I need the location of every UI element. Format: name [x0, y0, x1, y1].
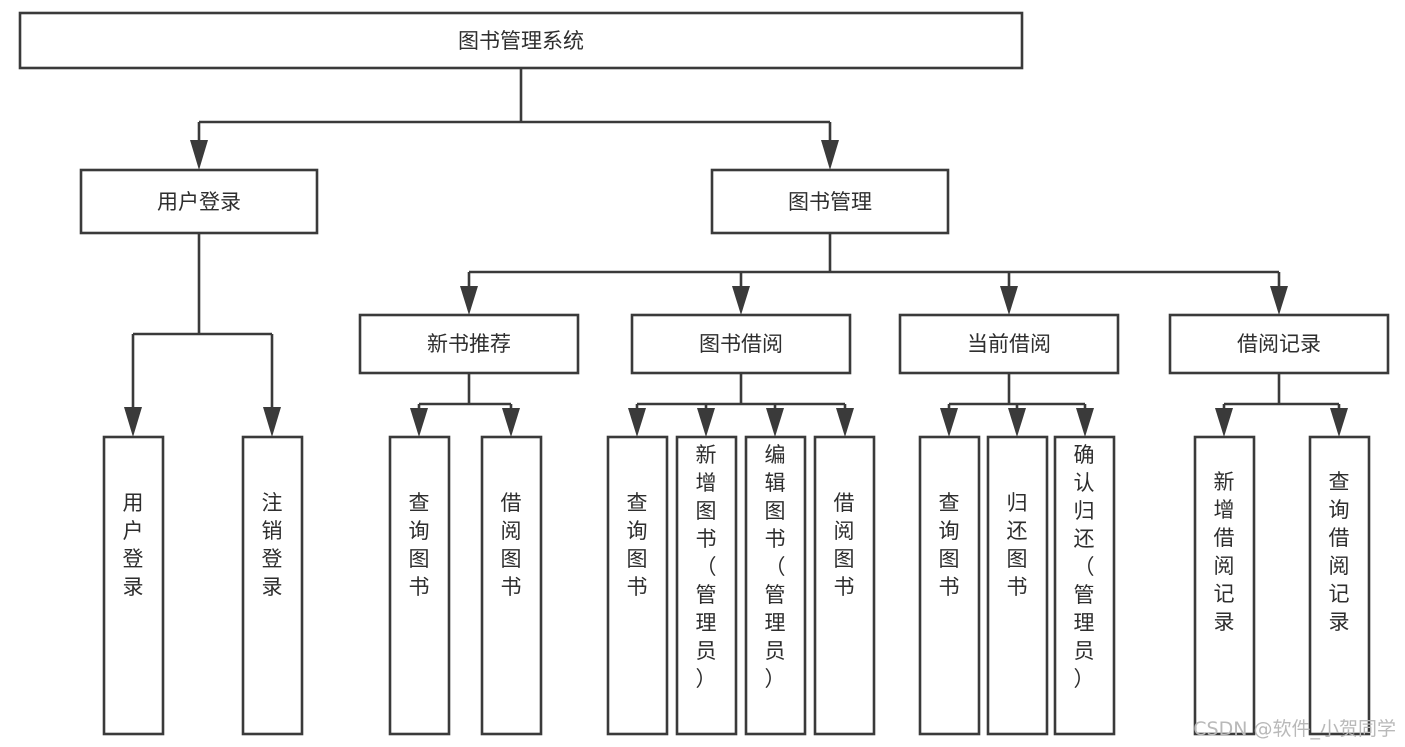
node-book-borrow[interactable]: 图书借阅 — [630, 313, 852, 375]
node-leaf-borrow-book-2-box[interactable] — [813, 435, 876, 736]
node-leaf-query-book-3-box[interactable] — [918, 435, 981, 736]
arrow-head-leaf-edit-book — [766, 408, 784, 437]
node-user-login-label: 用户登录 — [157, 190, 241, 214]
node-book-borrow-box[interactable] — [630, 313, 852, 375]
connector-layer — [124, 68, 1348, 437]
node-book-manage[interactable]: 图书管理 — [710, 168, 950, 235]
node-leaf-query-book-2-label: 查询图书 — [627, 491, 648, 599]
arrow-head-leaf-query-book-1 — [410, 408, 428, 437]
node-leaf-confirm-return[interactable]: 确认归还（管理员） — [1053, 435, 1116, 736]
node-leaf-add-record-box[interactable] — [1193, 435, 1256, 736]
node-leaf-query-book-1-label: 查询图书 — [409, 491, 430, 599]
arrow-head-leaf-add-record — [1215, 408, 1233, 437]
node-leaf-query-book-3[interactable]: 查询图书 — [918, 435, 981, 736]
node-new-book-recommend-box[interactable] — [358, 313, 580, 375]
arrow-head-user-login — [190, 140, 208, 170]
arrow-head-borrow-record — [1270, 286, 1288, 315]
node-book-manage-label: 图书管理 — [788, 190, 872, 214]
arrow-head-leaf-return-book — [1008, 408, 1026, 437]
arrow-head-book-borrow — [732, 286, 750, 315]
node-leaf-edit-book-label: 编辑图书（管理员） — [765, 443, 786, 691]
node-leaf-borrow-book-2-label: 借阅图书 — [834, 491, 855, 599]
node-current-borrow-box[interactable] — [898, 313, 1120, 375]
node-leaf-query-book-1[interactable]: 查询图书 — [388, 435, 451, 736]
node-user-login[interactable]: 用户登录 — [79, 168, 319, 235]
node-leaf-return-book-label: 归还图书 — [1007, 491, 1028, 599]
node-leaf-borrow-book-2[interactable]: 借阅图书 — [813, 435, 876, 736]
node-root[interactable]: 图书管理系统 — [18, 11, 1024, 70]
node-new-book-recommend-label: 新书推荐 — [427, 332, 511, 356]
node-borrow-record-label: 借阅记录 — [1237, 332, 1321, 356]
node-leaf-user-login-label: 用户登录 — [123, 491, 144, 599]
node-leaf-add-record[interactable]: 新增借阅记录 — [1193, 435, 1256, 736]
node-leaf-add-record-label: 新增借阅记录 — [1214, 470, 1235, 634]
node-leaf-add-book[interactable]: 新增图书（管理员） — [675, 435, 738, 736]
node-leaf-borrow-book-1-label: 借阅图书 — [501, 491, 522, 599]
node-leaf-user-logout[interactable]: 注销登录 — [241, 435, 304, 736]
node-leaf-user-logout-box[interactable] — [241, 435, 304, 736]
arrow-head-leaf-user-logout — [263, 407, 281, 437]
node-borrow-record-box[interactable] — [1168, 313, 1390, 375]
node-book-borrow-label: 图书借阅 — [699, 332, 783, 356]
node-leaf-confirm-return-box[interactable] — [1053, 435, 1116, 736]
node-leaf-borrow-book-1-box[interactable] — [480, 435, 543, 736]
node-leaf-query-book-2[interactable]: 查询图书 — [606, 435, 669, 736]
node-leaf-confirm-return-label: 确认归还（管理员） — [1074, 443, 1095, 691]
node-leaf-return-book[interactable]: 归还图书 — [986, 435, 1049, 736]
node-current-borrow-label: 当前借阅 — [967, 332, 1051, 356]
node-leaf-query-book-2-box[interactable] — [606, 435, 669, 736]
node-leaf-user-login[interactable]: 用户登录 — [102, 435, 165, 736]
arrow-head-book-manage — [821, 140, 839, 170]
arrow-head-leaf-confirm-return — [1076, 408, 1094, 437]
node-root-label: 图书管理系统 — [458, 29, 584, 53]
arrow-head-leaf-add-book — [697, 408, 715, 437]
node-leaf-add-book-label: 新增图书（管理员） — [696, 443, 717, 691]
csdn-watermark: CSDN @软件_小贺同学 — [1193, 718, 1396, 740]
node-leaf-borrow-book-1[interactable]: 借阅图书 — [480, 435, 543, 736]
arrow-head-leaf-query-book-3 — [940, 408, 958, 437]
node-leaf-query-record-box[interactable] — [1308, 435, 1371, 736]
node-leaf-return-book-box[interactable] — [986, 435, 1049, 736]
node-leaf-add-book-box[interactable] — [675, 435, 738, 736]
node-leaf-query-record-label: 查询借阅记录 — [1329, 470, 1350, 634]
arrow-head-leaf-query-book-2 — [628, 408, 646, 437]
node-leaf-edit-book[interactable]: 编辑图书（管理员） — [744, 435, 807, 736]
arrow-head-leaf-user-login — [124, 407, 142, 437]
arrow-head-current-borrow — [1000, 286, 1018, 315]
node-root-box[interactable] — [18, 11, 1024, 70]
arrow-head-leaf-borrow-book-1 — [502, 408, 520, 437]
node-user-login-box[interactable] — [79, 168, 319, 235]
node-borrow-record[interactable]: 借阅记录 — [1168, 313, 1390, 375]
node-leaf-query-record[interactable]: 查询借阅记录 — [1308, 435, 1371, 736]
node-leaf-query-book-3-label: 查询图书 — [939, 491, 960, 599]
arrow-head-leaf-query-record — [1330, 408, 1348, 437]
node-leaf-user-logout-label: 注销登录 — [262, 491, 283, 599]
node-current-borrow[interactable]: 当前借阅 — [898, 313, 1120, 375]
arrow-head-leaf-borrow-book-2 — [836, 408, 854, 437]
arrow-head-new-book-recommend — [460, 286, 478, 315]
node-leaf-user-login-box[interactable] — [102, 435, 165, 736]
node-leaf-edit-book-box[interactable] — [744, 435, 807, 736]
node-new-book-recommend[interactable]: 新书推荐 — [358, 313, 580, 375]
node-leaf-query-book-1-box[interactable] — [388, 435, 451, 736]
node-book-manage-box[interactable] — [710, 168, 950, 235]
